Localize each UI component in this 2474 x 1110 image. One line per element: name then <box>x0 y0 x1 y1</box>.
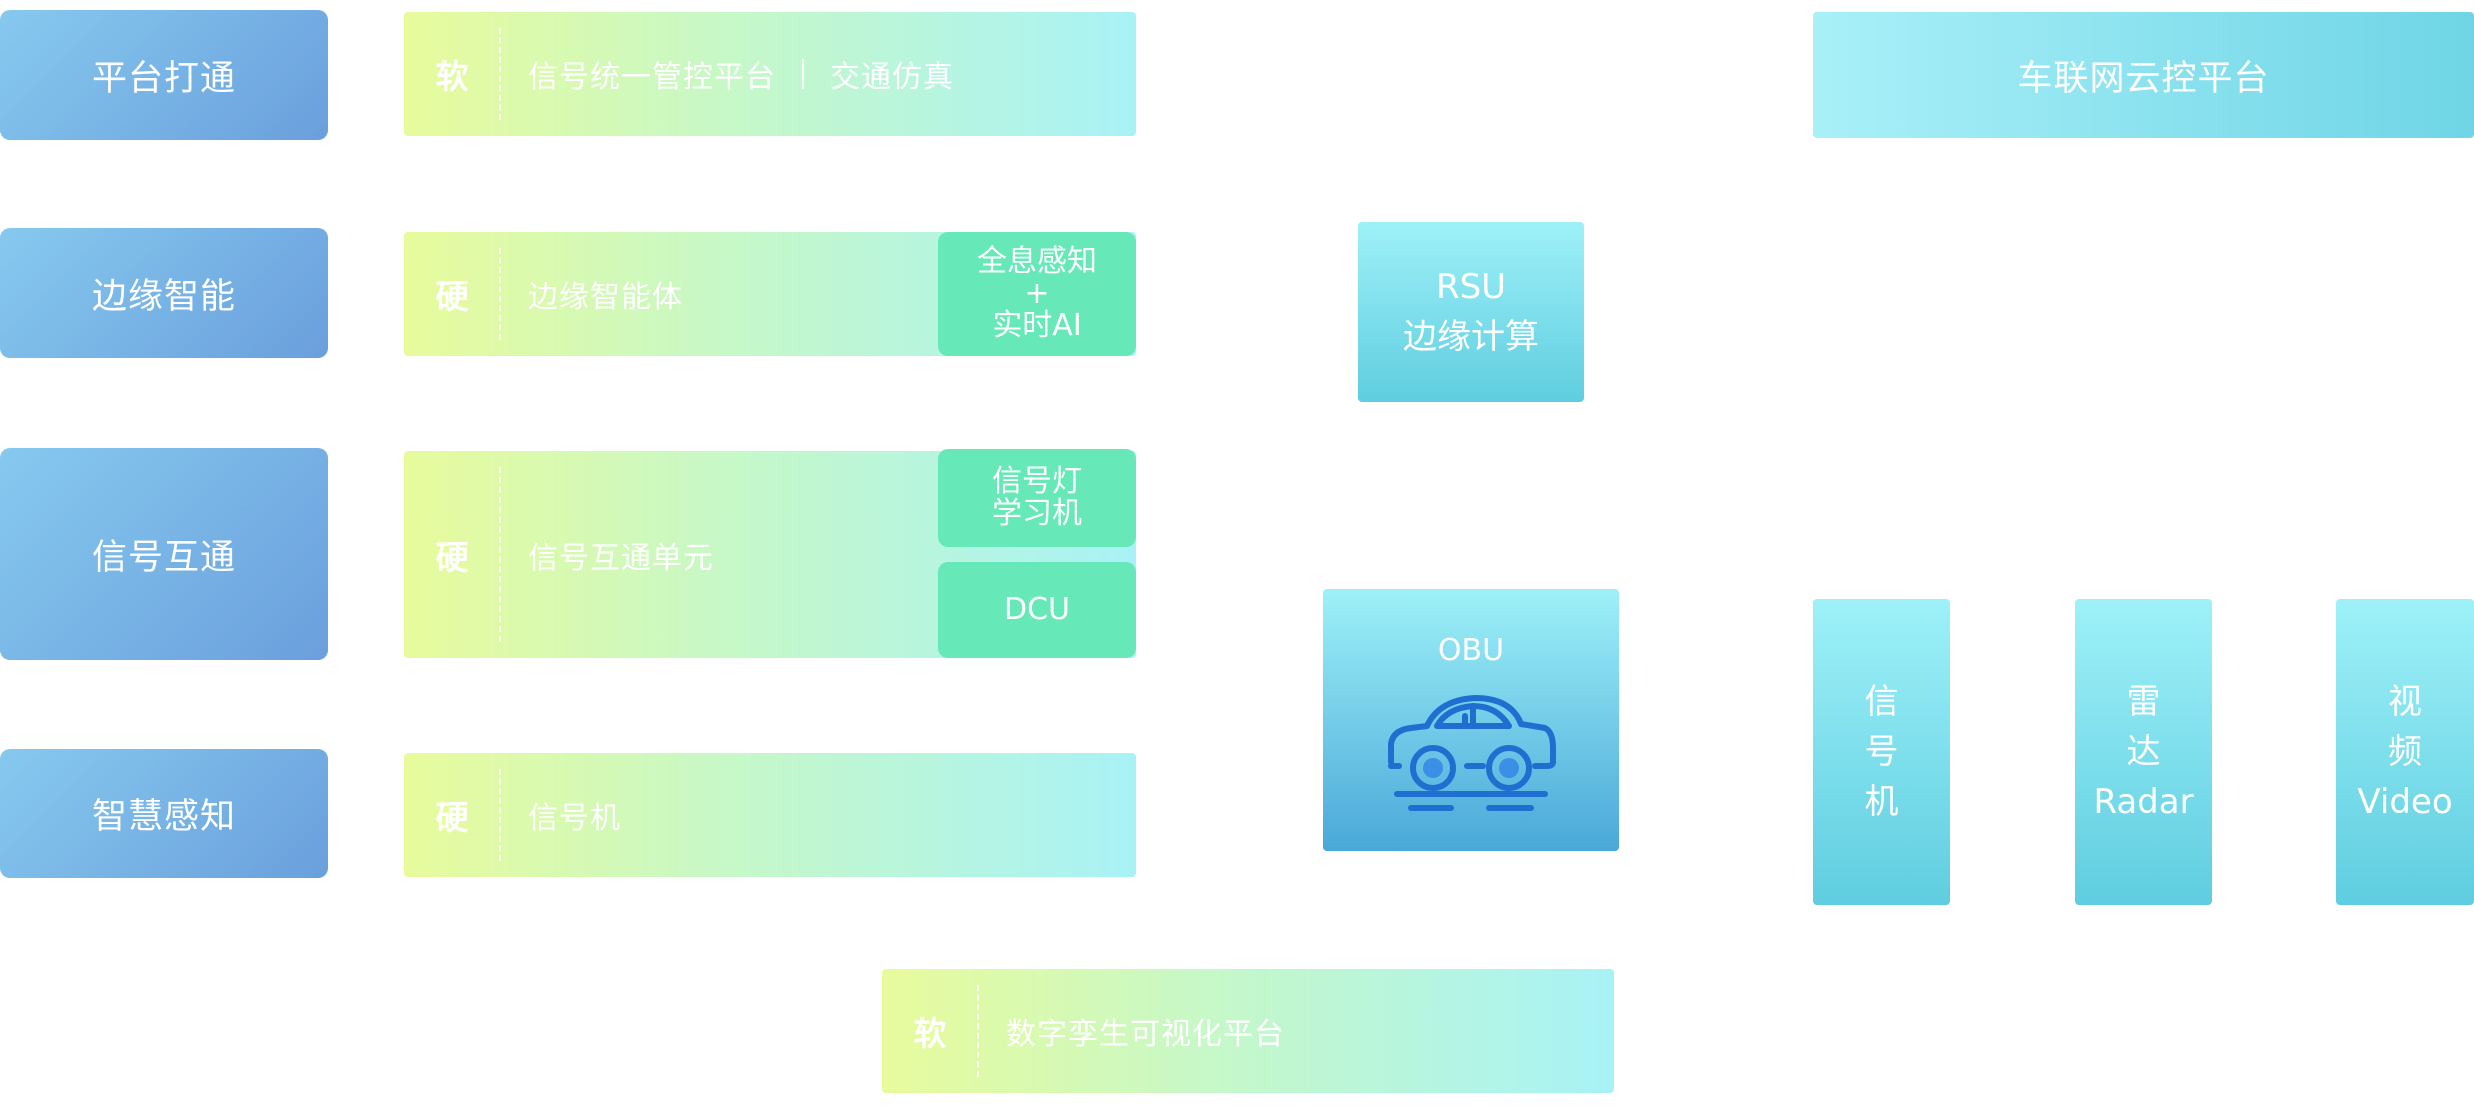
fusion-ai-line1: 全息感知 <box>977 244 1097 279</box>
rsu-box: RSU 边缘计算 <box>1358 222 1584 402</box>
bar-separator <box>499 467 501 642</box>
device-signal-machine-line3: 机 <box>1864 782 1899 822</box>
device-video-line1: 视 <box>2388 682 2422 722</box>
dcu-box: DCU <box>938 562 1136 658</box>
bar-separator <box>499 769 501 861</box>
category-perception: 智慧感知 <box>0 749 328 878</box>
device-radar-line3: Radar <box>2093 782 2194 822</box>
bar-platform-text: 信号统一管控平台 交通仿真 <box>528 12 954 136</box>
bar-digital-twin-text: 数字孪生可视化平台 <box>1006 1017 1285 1052</box>
device-video: 视 频 Video <box>2336 599 2474 905</box>
bar-digital-twin: 软 数字孪生可视化平台 <box>882 969 1614 1093</box>
device-signal-machine: 信 号 机 <box>1813 599 1950 905</box>
unified-signal-platform-label: 信号统一管控平台 <box>528 60 776 95</box>
category-edge: 边缘智能 <box>0 228 328 358</box>
category-signal: 信号互通 <box>0 448 328 660</box>
bar-perception-tag: 硬 <box>435 798 469 837</box>
fusion-ai-line2: + <box>1024 276 1050 311</box>
category-platform: 平台打通 <box>0 10 328 140</box>
dcu-label: DCU <box>1003 592 1070 627</box>
device-signal-machine-line2: 号 <box>1864 732 1899 772</box>
category-signal-label: 信号互通 <box>91 537 236 578</box>
bar-separator <box>499 28 501 120</box>
device-radar-line1: 雷 <box>2126 682 2161 722</box>
category-edge-label: 边缘智能 <box>91 276 236 317</box>
bar-perception: 硬 信号机 <box>404 753 1136 877</box>
bar-edge-tag: 硬 <box>435 277 469 316</box>
fusion-ai-box: 全息感知 + 实时AI <box>938 232 1136 356</box>
signal-learner-box: 信号灯 学习机 <box>938 449 1136 547</box>
device-video-line2: 频 <box>2388 732 2422 772</box>
bar-signal-tag: 硬 <box>435 537 469 577</box>
cloud-control-platform: 车联网云控平台 <box>1813 12 2474 138</box>
car-icon <box>1388 695 1556 811</box>
category-perception-label: 智慧感知 <box>91 797 236 837</box>
signal-learner-line1: 信号灯 <box>992 464 1082 499</box>
traffic-simulation-label: 交通仿真 <box>830 60 954 95</box>
bar-platform: 软 信号统一管控平台 交通仿真 <box>404 12 1136 136</box>
bar-digital-twin-tag: 软 <box>913 1014 947 1053</box>
signal-learner-line2: 学习机 <box>992 496 1082 531</box>
category-platform-label: 平台打通 <box>91 58 236 99</box>
bar-edge-text: 边缘智能体 <box>528 280 683 315</box>
bar-signal-text: 信号互通单元 <box>528 540 714 576</box>
bar-perception-text: 信号机 <box>528 801 621 836</box>
obu-label: OBU <box>1437 633 1505 668</box>
device-signal-machine-line1: 信 <box>1864 682 1899 722</box>
fusion-ai-line3: 实时AI <box>992 308 1082 343</box>
obu-box: OBU <box>1323 589 1619 851</box>
bar-separator <box>499 248 501 340</box>
bar-platform-tag: 软 <box>435 57 469 96</box>
rsu-line1: RSU <box>1435 267 1507 307</box>
cloud-control-platform-label: 车联网云控平台 <box>2017 58 2270 99</box>
device-radar-line2: 达 <box>2126 732 2161 772</box>
bar-separator <box>977 985 979 1077</box>
text-divider <box>802 59 804 89</box>
device-radar: 雷 达 Radar <box>2075 599 2212 905</box>
device-video-line3: Video <box>2357 782 2453 822</box>
rsu-line2: 边缘计算 <box>1403 317 1539 357</box>
